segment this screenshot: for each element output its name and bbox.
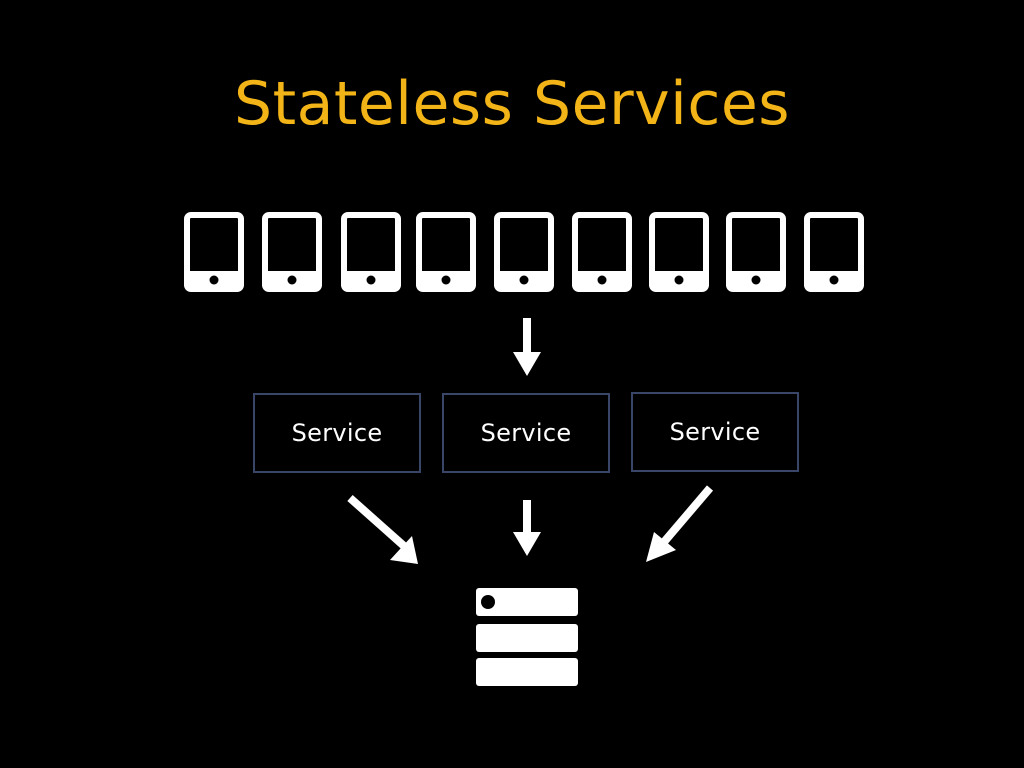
service-label: Service xyxy=(291,419,383,447)
arrow-down-icon xyxy=(510,318,544,382)
service-box: Service xyxy=(442,393,610,473)
tablet-icon xyxy=(341,212,401,292)
service-label: Service xyxy=(669,418,761,446)
service-label: Service xyxy=(480,419,572,447)
arrow-down-icon xyxy=(510,500,544,564)
service-box: Service xyxy=(631,392,799,472)
service-box: Service xyxy=(253,393,421,473)
tablet-icon xyxy=(494,212,554,292)
tablet-icon xyxy=(262,212,322,292)
tablet-icon xyxy=(804,212,864,292)
client-devices xyxy=(184,212,864,294)
server-stack-icon xyxy=(476,588,578,688)
tablet-icon xyxy=(726,212,786,292)
slide-title: Stateless Services xyxy=(233,69,790,139)
tablet-icon xyxy=(572,212,632,292)
arrow-down-left-icon xyxy=(640,484,720,568)
tablet-icon xyxy=(416,212,476,292)
arrow-down-right-icon xyxy=(346,494,426,574)
tablet-icon xyxy=(649,212,709,292)
tablet-icon xyxy=(184,212,244,292)
